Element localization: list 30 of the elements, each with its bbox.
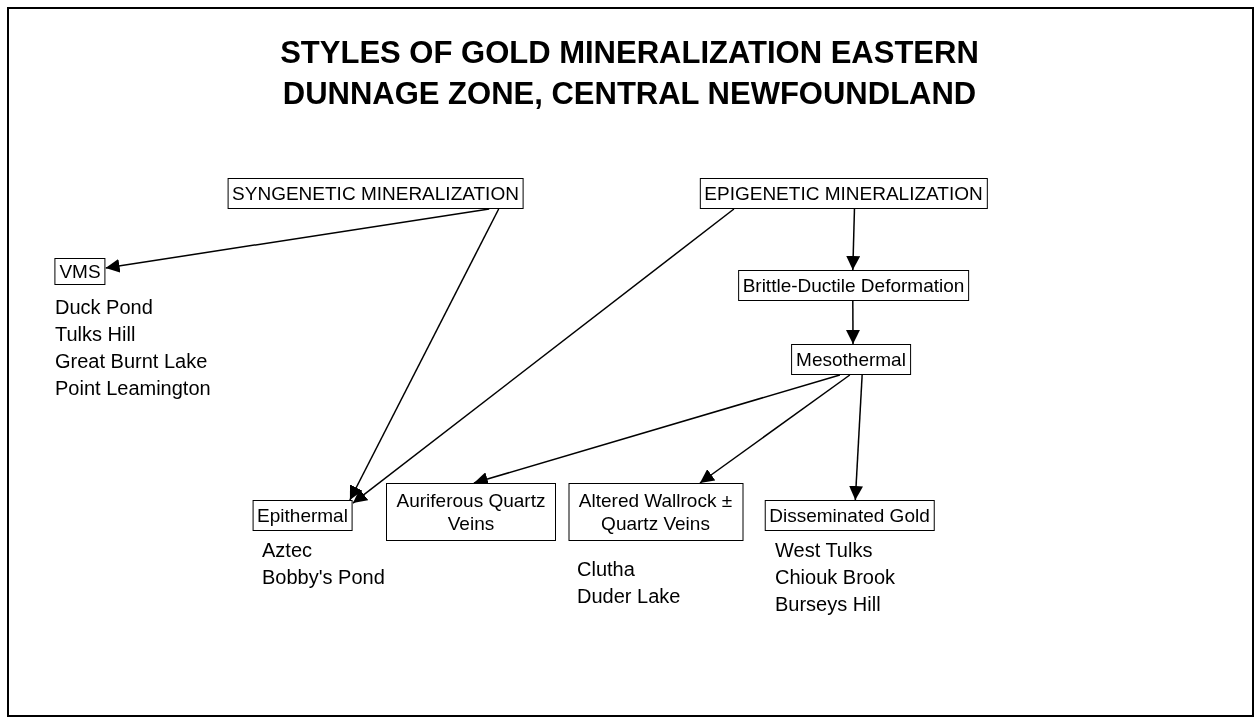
deposit-name: Clutha	[577, 557, 635, 582]
arrow	[849, 374, 864, 501]
box-label: VMS	[58, 260, 102, 283]
deposit-name: Duck Pond	[55, 295, 153, 320]
box-label: Mesothermal	[795, 348, 907, 371]
deposit-name: Burseys Hill	[775, 592, 881, 617]
deposit-name: Tulks Hill	[55, 322, 136, 347]
deposit-name: West Tulks	[775, 538, 873, 563]
box-label: Disseminated Gold	[768, 504, 931, 527]
box-label: Auriferous Quartz Veins	[395, 489, 547, 535]
arrow	[699, 374, 851, 484]
box-label: Brittle-Ductile Deformation	[741, 274, 966, 297]
arrow	[352, 208, 735, 504]
deposit-name: Chiouk Brook	[775, 565, 896, 590]
box-label: Epithermal	[256, 504, 349, 527]
deposit-name: Point Leamington	[55, 376, 211, 401]
deposit-name: Duder Lake	[577, 584, 681, 609]
arrow	[104, 208, 490, 273]
diagram-title: STYLES OF GOLD MINERALIZATION EASTERN DUNNAGE ZONE, CENTRAL NEWFOUNDLAND	[279, 34, 980, 113]
box-label: SYNGENETIC MINERALIZATION	[231, 182, 520, 205]
category-box	[386, 483, 556, 541]
deposit-name: Aztec	[262, 538, 313, 563]
arrow	[846, 208, 861, 271]
deposit-name: Bobby's Pond	[262, 565, 385, 590]
category-box	[568, 483, 743, 541]
arrow	[845, 300, 860, 345]
arrow	[349, 208, 500, 501]
box-label: Altered Wallrock ± Quartz Veins	[577, 489, 734, 535]
box-label: EPIGENETIC MINERALIZATION	[703, 182, 984, 205]
deposit-name: Great Burnt Lake	[55, 349, 208, 374]
